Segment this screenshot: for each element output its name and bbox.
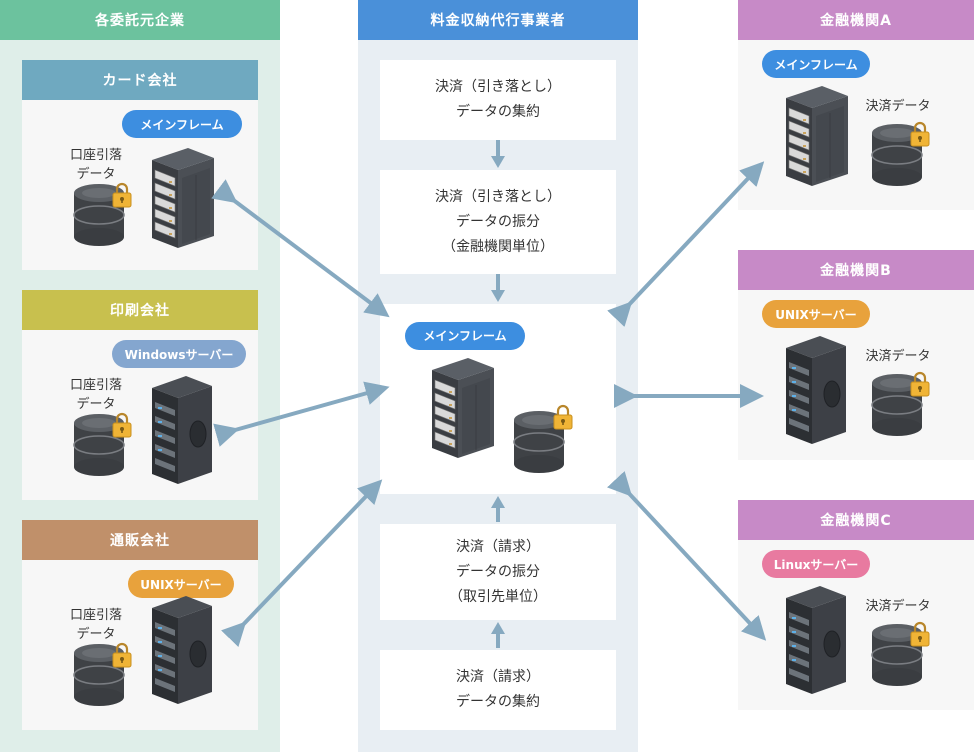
- server-type-badge: UNIXサーバー: [128, 570, 234, 598]
- arrow-print-to-hub: [213, 381, 390, 447]
- hub-mainframe-box: メインフレーム: [380, 304, 616, 494]
- panel-title: 通販会社: [22, 520, 258, 560]
- db-label: 口座引落 データ: [56, 606, 136, 644]
- server-icon: [151, 147, 215, 249]
- step-aggregate-billing: 決済（請求） データの集約: [380, 650, 616, 730]
- server-type-badge: UNIXサーバー: [762, 300, 870, 328]
- db-label: 決済データ: [865, 99, 931, 114]
- server-icon: [151, 375, 213, 485]
- db-label: 口座引落 データ: [56, 146, 136, 184]
- card-company-icons: [73, 147, 215, 249]
- db-label: 決済データ: [865, 349, 931, 364]
- db-label-line1: 口座引落: [69, 148, 122, 163]
- step-line: （取引先単位）: [449, 588, 547, 605]
- card-company-panel: カード会社 メインフレーム 口座引落 データ: [22, 60, 258, 270]
- db-label-line2: データ: [76, 397, 116, 412]
- bank-b-panel: 金融機関B UNIXサーバー 決済データ: [738, 250, 974, 460]
- server-type-badge: メインフレーム: [762, 50, 870, 78]
- step-line: 決済（引き落とし）: [435, 79, 561, 95]
- server-icon: [785, 585, 847, 695]
- vertical-flow-arrows: [491, 140, 505, 648]
- printing-company-icons: [73, 375, 213, 485]
- bank-b-icons: [785, 335, 931, 445]
- arrow-up-head: [491, 496, 505, 508]
- step-aggregate-debit: 決済（引き落とし） データの集約: [380, 60, 616, 140]
- step-line: 決済（請求）: [456, 538, 540, 555]
- step-line: データの振分: [456, 213, 540, 230]
- bank-a-icons: [785, 85, 931, 187]
- server-icon: [431, 357, 495, 459]
- arrow-up-head: [491, 622, 505, 634]
- db-label-line2: データ: [76, 627, 116, 642]
- panel-title: カード会社: [22, 60, 258, 100]
- step-line: データの振分: [456, 563, 540, 580]
- arrow-hub-to-bank-c: [607, 471, 767, 641]
- step-line: データの集約: [456, 104, 540, 120]
- bank-c-icons: [785, 585, 931, 695]
- center-column-header: 料金収納代行事業者: [358, 0, 638, 40]
- hub-icons: [431, 357, 574, 474]
- step-distribute-debit: 決済（引き落とし） データの振分 （金融機関単位）: [380, 170, 616, 274]
- arrow-hub-to-bank-a: [607, 161, 765, 327]
- panel-title: 金融機関B: [738, 250, 974, 290]
- lock-icon: [552, 404, 574, 431]
- server-icon: [151, 595, 213, 705]
- panel-title: 金融機関A: [738, 0, 974, 40]
- step-line: 決済（引き落とし）: [435, 188, 561, 205]
- exchange-arrows: [211, 161, 767, 647]
- step-line: 決済（請求）: [456, 669, 540, 685]
- step-line: （金融機関単位）: [442, 238, 554, 255]
- mail-order-company-icons: [73, 595, 213, 707]
- server-type-badge: メインフレーム: [122, 110, 242, 138]
- server-icon: [785, 85, 849, 187]
- mail-order-company-panel: 通販会社 UNIXサーバー 口座引落 データ: [22, 520, 258, 730]
- step-line: データの集約: [456, 694, 540, 710]
- db-label: 口座引落 データ: [56, 376, 136, 414]
- panel-title: 金融機関C: [738, 500, 974, 540]
- db-label: 決済データ: [865, 599, 931, 614]
- server-type-badge: Linuxサーバー: [762, 550, 870, 578]
- db-label-line2: データ: [76, 167, 116, 182]
- server-icon: [785, 335, 847, 445]
- db-label-line1: 口座引落: [69, 608, 122, 623]
- bank-a-panel: 金融機関A メインフレーム 決済データ: [738, 0, 974, 210]
- step-distribute-billing: 決済（請求） データの振分 （取引先単位）: [380, 524, 616, 620]
- arrow-card-to-hub: [211, 179, 390, 318]
- arrow-down-head: [491, 290, 505, 302]
- server-type-badge: Windowsサーバー: [112, 340, 246, 368]
- db-label-line1: 口座引落: [69, 378, 122, 393]
- arrow-down-head: [491, 156, 505, 168]
- left-column-header: 各委託元企業: [0, 0, 280, 40]
- arrow-mailorder-to-hub: [221, 479, 383, 647]
- server-type-badge: メインフレーム: [405, 322, 525, 350]
- bank-c-panel: 金融機関C Linuxサーバー 決済データ: [738, 500, 974, 710]
